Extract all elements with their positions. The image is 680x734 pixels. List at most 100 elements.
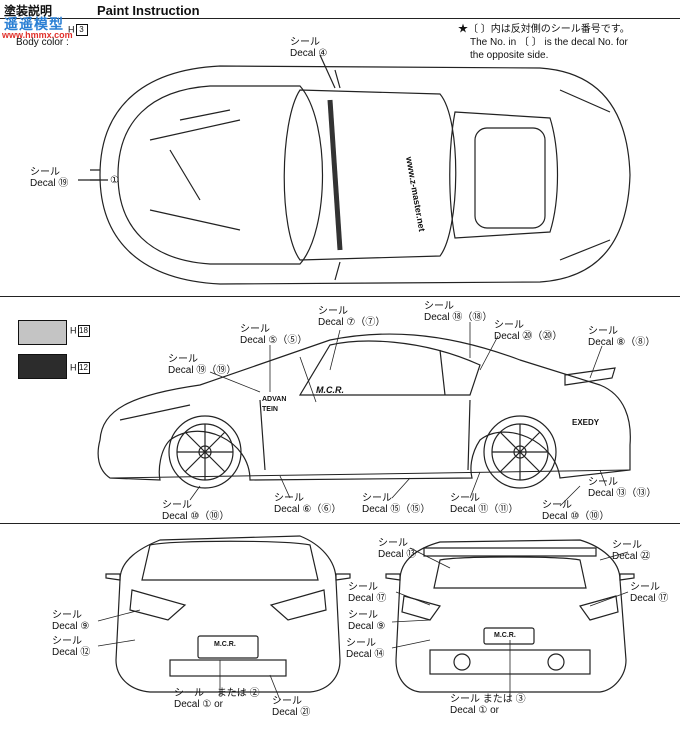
label-jp: シール xyxy=(346,638,376,649)
label-en: Decal xyxy=(274,504,300,515)
label-side-decal-19: シール Decal ⑲（⑲） xyxy=(168,354,236,376)
decal-number: ⑩（⑩） xyxy=(190,511,230,522)
label-en: Decal xyxy=(162,511,188,522)
body-color-label: Body color : xyxy=(16,37,69,48)
top-view-car xyxy=(78,54,631,285)
label-side-decal-7: シール Decal ⑦（⑦） xyxy=(318,306,385,328)
label-jp: シール xyxy=(378,538,408,549)
label-en: Decal xyxy=(630,593,656,604)
sponsor-advan: ADVAN xyxy=(262,396,287,403)
header-jp-title: 塗装説明 xyxy=(4,4,53,18)
label-en: Decal xyxy=(52,647,78,658)
label-front-decal-1-or-2: シール ①または ② Decal ① or xyxy=(174,688,260,710)
label-jp: シール xyxy=(450,493,480,504)
door-logo: M.C.R. xyxy=(316,385,344,395)
label-jp: シール xyxy=(272,696,302,707)
decal-number: ② xyxy=(249,688,260,699)
decal-number: ④ xyxy=(318,48,328,59)
label-en: Decal xyxy=(494,331,520,342)
label-jp: シール xyxy=(52,610,82,621)
section-divider-2 xyxy=(0,523,680,524)
decal-number: ① xyxy=(202,699,212,710)
decal-number: ⑨ xyxy=(80,621,90,632)
paint-ref-number: 3 xyxy=(75,24,88,36)
label-jp: シール xyxy=(52,636,82,647)
label-side-decal-8: シール Decal ⑧（⑧） xyxy=(588,326,655,348)
rear-logo-exedy: EXEDY xyxy=(572,418,600,427)
label-or-en: or xyxy=(490,705,500,716)
label-jp: シール xyxy=(174,688,204,699)
label-jp: シール xyxy=(362,493,392,504)
decal-number: ⑰ xyxy=(376,593,387,604)
label-or-jp: または xyxy=(216,688,247,699)
swatch-ref-number: 18 xyxy=(77,325,90,337)
label-en: Decal xyxy=(348,593,374,604)
decal-number: ⑭ xyxy=(374,649,385,660)
label-side-decal-10-rear: シール Decal ⑩（⑩） xyxy=(542,500,609,522)
label-en: Decal xyxy=(348,621,374,632)
label-side-decal-10-front: シール Decal ⑩（⑩） xyxy=(162,500,229,522)
label-en: Decal xyxy=(52,621,78,632)
rear-view-car xyxy=(385,539,635,693)
label-jp: シール xyxy=(290,37,320,48)
side-view-car xyxy=(97,333,631,489)
decal-number: ⑪（⑪） xyxy=(478,504,519,515)
label-side-decal-11: シール Decal ⑪（⑪） xyxy=(450,493,518,515)
windshield-banner: www.z-master.net xyxy=(404,155,427,232)
label-side-decal-20: シール Decal ⑳（⑳） xyxy=(494,320,562,342)
label-rear-decal-1-or-3: シール または ③ Decal ① or xyxy=(450,694,526,716)
label-side-decal-6: シール Decal ⑥（⑥） xyxy=(274,493,341,515)
section-divider-1 xyxy=(0,296,680,297)
decal-number: ⑳（⑳） xyxy=(522,331,563,342)
front-view-car xyxy=(105,535,351,693)
decal-number: ① xyxy=(478,705,488,716)
swatch-dark-gray xyxy=(18,354,67,379)
label-jp: シール xyxy=(274,493,304,504)
label-rear-decal-14: シール Decal ⑭ xyxy=(346,638,384,660)
label-jp: シール xyxy=(588,326,618,337)
label-jp: シール xyxy=(612,540,642,551)
label-front-decal-21: シール Decal ㉑ xyxy=(272,696,310,718)
label-en: Decal xyxy=(168,365,194,376)
leader-lines xyxy=(97,322,629,701)
label-en: Decal xyxy=(588,337,614,348)
label-en: Decal xyxy=(424,312,450,323)
label-jp: シール xyxy=(588,477,618,488)
header-divider xyxy=(0,18,680,19)
label-en: Decal xyxy=(30,178,56,189)
label-en: Decal xyxy=(290,48,316,59)
sponsor-tein: TEIN xyxy=(262,406,278,413)
decal-note: ★〔 〕内は反対側のシール番号です。 The No. in 〔 〕 is the… xyxy=(458,23,630,62)
label-jp: シール xyxy=(318,306,348,317)
label-jp: シール xyxy=(542,500,572,511)
swatch-ref-number: 12 xyxy=(77,362,90,374)
label-en: Decal xyxy=(378,549,404,560)
decal-number: ⑨ xyxy=(376,621,386,632)
label-jp: シール xyxy=(168,354,198,365)
label-jp: シール xyxy=(30,167,60,178)
label-side-decal-13: シール Decal ⑬（⑬） xyxy=(588,477,656,499)
swatch-ref-letter: H xyxy=(70,362,77,373)
label-jp: シール xyxy=(450,694,480,705)
decal-number: ⑥（⑥） xyxy=(302,504,342,515)
label-en: Decal xyxy=(346,649,372,660)
header-en-title: Paint Instruction xyxy=(97,3,200,18)
label-en: Decal xyxy=(542,511,568,522)
note-en-2: the opposite side. xyxy=(470,50,549,61)
decal-number: ⑬ xyxy=(406,549,417,560)
swatch-ref-letter: H xyxy=(70,325,77,336)
decal-number: ⑤（⑤） xyxy=(268,335,308,346)
label-rear-decal-17-right: シール Decal ⑰ xyxy=(630,582,668,604)
watermark-logo: 遥遥模型 xyxy=(4,16,64,32)
decal-number: ⑮（⑮） xyxy=(390,504,431,515)
decal-number: ⑫ xyxy=(80,647,91,658)
rear-plate: M.C.R. xyxy=(494,632,516,639)
decal-number: ⑩（⑩） xyxy=(570,511,610,522)
decal-number: ⑦（⑦） xyxy=(346,317,386,328)
decal-number: ③ xyxy=(515,694,526,705)
decal-number: ⑲（⑲） xyxy=(196,365,237,376)
